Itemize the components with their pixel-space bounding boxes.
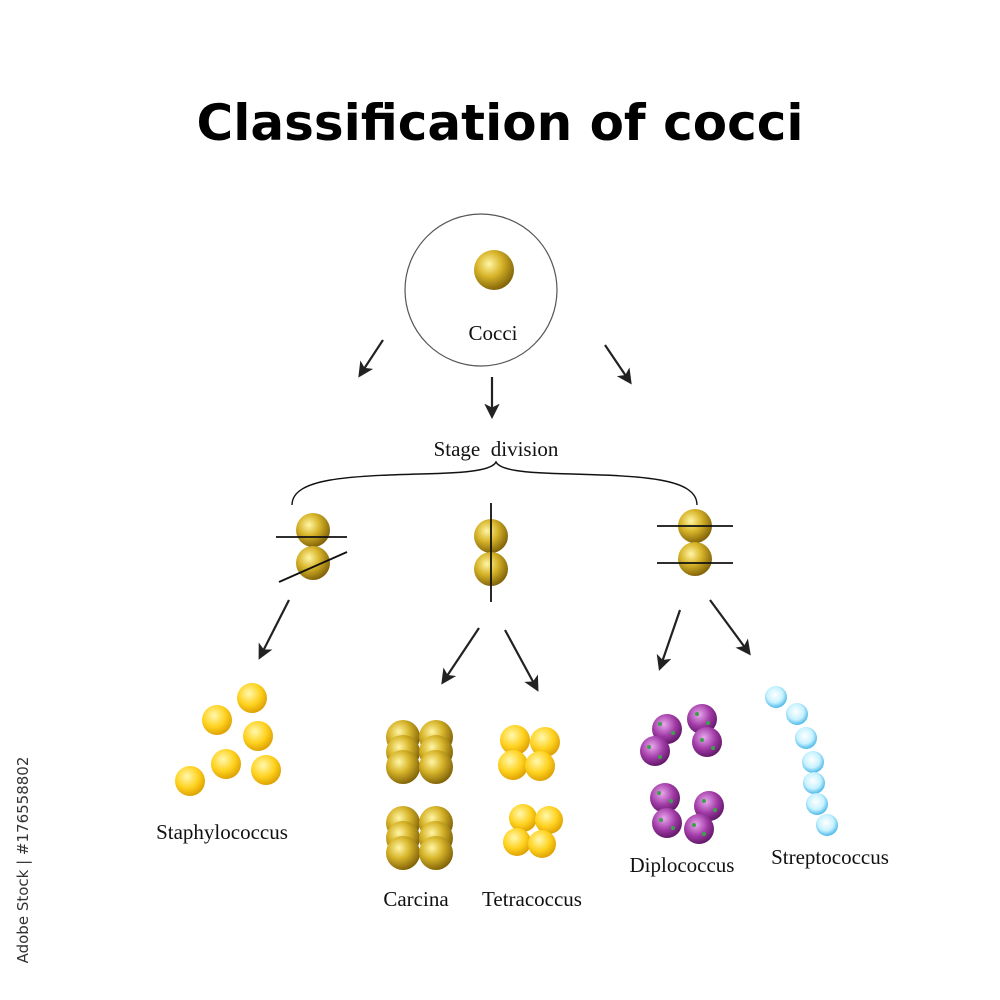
coccus [498, 750, 528, 780]
arrow-to-tetracoccus [504, 629, 539, 692]
coccus [419, 750, 453, 784]
dot [657, 791, 661, 795]
coccus [243, 721, 273, 751]
stock-side-text: Adobe Stock | #176558802 [14, 757, 32, 964]
coccus [816, 814, 838, 836]
cocci-root-node: Cocci [404, 213, 558, 367]
dividing-coccus-top [296, 513, 330, 547]
staphylococcus-label: Staphylococcus [156, 820, 288, 844]
division-brace [291, 460, 698, 506]
arrow-to-diplococcus [656, 609, 682, 671]
tetracoccus-label: Tetracoccus [482, 887, 582, 911]
division-plane-diplo [657, 509, 733, 576]
diplococcus-label: Diplococcus [630, 853, 735, 877]
arrow-to-staphylococcus [258, 599, 290, 660]
dividing-coccus-bottom [296, 546, 330, 580]
coccus [525, 751, 555, 781]
coccus [500, 725, 530, 755]
diplococcus-group [640, 704, 724, 844]
dot [695, 712, 699, 716]
coccus [652, 808, 682, 838]
division-plane-staphylo [276, 513, 348, 583]
dot [669, 799, 673, 803]
plane-line-oblique [278, 551, 348, 583]
coccus [802, 751, 824, 773]
dot [700, 738, 704, 742]
dot [702, 832, 706, 836]
streptococcus-chain [765, 686, 838, 836]
diagram-title: Classification of cocci [197, 94, 804, 152]
coccus [640, 736, 670, 766]
coccus [684, 814, 714, 844]
arrow-to-streptococcus [709, 599, 751, 656]
coccus [202, 705, 232, 735]
coccus [535, 806, 563, 834]
coccus [509, 804, 537, 832]
tetracoccus-group-bottom [503, 804, 563, 858]
cocci-outline-circle [404, 213, 558, 367]
coccus [386, 836, 420, 870]
staphylococcus-cluster [175, 683, 281, 796]
coccus [251, 755, 281, 785]
carcina-packet-top [386, 720, 453, 784]
diplococcus-pair [640, 704, 724, 844]
dot [711, 746, 715, 750]
dividing-coccus-bottom [678, 542, 712, 576]
dot [658, 755, 662, 759]
dot [671, 731, 675, 735]
coccus [803, 772, 825, 794]
coccus [503, 828, 531, 856]
coccus [652, 714, 682, 744]
type-arrows [258, 599, 751, 692]
carcina-packet-bottom [386, 806, 453, 870]
root-arrows [358, 339, 632, 420]
coccus [765, 686, 787, 708]
dot [713, 808, 717, 812]
dot [647, 745, 651, 749]
stage-division-label: Stage division [434, 437, 559, 461]
arrow-left [358, 339, 384, 378]
dot [659, 818, 663, 822]
coccus [386, 750, 420, 784]
dot [706, 721, 710, 725]
coccus [175, 766, 205, 796]
division-plane-carcina [474, 503, 508, 602]
coccus [806, 793, 828, 815]
cocci-label: Cocci [469, 321, 518, 345]
coccus [237, 683, 267, 713]
dot [702, 799, 706, 803]
coccus [692, 727, 722, 757]
dot [658, 722, 662, 726]
coccus [419, 836, 453, 870]
coccus-single [474, 250, 514, 290]
coccus [211, 749, 241, 779]
arrow-to-carcina [441, 627, 480, 685]
coccus [650, 783, 680, 813]
arrow-right [604, 344, 632, 385]
carcina-label: Carcina [383, 887, 449, 911]
dot [692, 823, 696, 827]
coccus [530, 727, 560, 757]
streptococcus-label: Streptococcus [771, 845, 889, 869]
tetracoccus-group-top [498, 725, 560, 781]
coccus [687, 704, 717, 734]
coccus [694, 791, 724, 821]
coccus [786, 703, 808, 725]
coccus [528, 830, 556, 858]
surface-dots [647, 712, 717, 836]
coccus [795, 727, 817, 749]
dot [671, 826, 675, 830]
